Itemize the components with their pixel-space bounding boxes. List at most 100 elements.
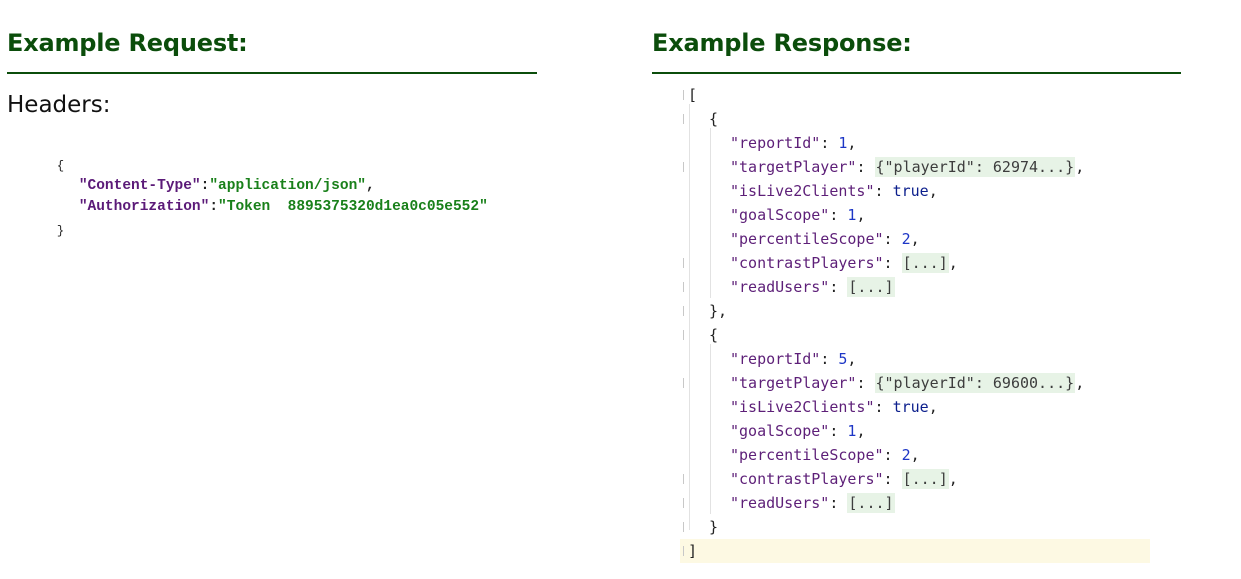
json-punctuation: : (874, 182, 893, 200)
fold-gutter-marker[interactable] (683, 498, 684, 508)
response-code-text: "readUsers": [...] (730, 275, 895, 299)
indent-guide (710, 128, 711, 298)
request-open-brace: { (56, 159, 65, 173)
json-key: "isLive2Clients" (730, 182, 875, 200)
fold-gutter-marker[interactable] (683, 306, 684, 316)
fold-gutter-marker[interactable] (683, 114, 684, 124)
json-key: "goalScope" (730, 422, 830, 440)
json-boolean: true (892, 182, 929, 200)
indent-guide (689, 104, 690, 530)
request-heading-rule (7, 72, 537, 74)
json-punctuation: { (709, 110, 719, 128)
response-code-line: { (680, 107, 1150, 131)
json-punctuation: : (829, 278, 848, 296)
json-boolean: true (892, 398, 929, 416)
fold-gutter-marker[interactable] (683, 90, 684, 100)
folded-region[interactable]: {"playerId": 69600...} (874, 373, 1076, 393)
folded-region[interactable]: [...] (901, 469, 949, 489)
json-key: "contrastPlayers" (730, 470, 884, 488)
request-close-brace: } (56, 224, 65, 238)
fold-gutter-marker[interactable] (683, 258, 684, 268)
json-punctuation: , (1075, 374, 1085, 392)
response-code-line: "goalScope": 1, (680, 419, 1150, 443)
response-code-text: "percentileScope": 2, (730, 227, 920, 251)
response-code-line: }, (680, 299, 1150, 323)
request-header-line: "Authorization":"Token 8895375320d1ea0c0… (44, 177, 488, 237)
json-number: 1 (847, 422, 857, 440)
json-key: "isLive2Clients" (730, 398, 875, 416)
request-heading: Example Request: (7, 29, 248, 57)
response-code-text: { (709, 107, 718, 131)
json-key: "contrastPlayers" (730, 254, 884, 272)
json-punctuation: , (948, 254, 958, 272)
request-header-trailing-comma: , (365, 178, 375, 194)
json-punctuation: , (856, 206, 866, 224)
folded-region[interactable]: [...] (847, 493, 895, 513)
json-punctuation: { (709, 326, 719, 344)
request-header-value: "Token 8895375320d1ea0c05e552" (218, 199, 488, 215)
json-punctuation: , (856, 422, 866, 440)
json-key: "reportId" (730, 350, 821, 368)
fold-gutter-marker[interactable] (683, 474, 684, 484)
response-code-line: [ (680, 83, 1150, 107)
json-punctuation: , (847, 134, 857, 152)
json-punctuation: , (928, 398, 938, 416)
response-code-line: "reportId": 1, (680, 131, 1150, 155)
json-number: 2 (901, 446, 911, 464)
json-key: "percentileScope" (730, 230, 884, 248)
fold-gutter-marker[interactable] (683, 378, 684, 388)
response-code-line: } (680, 515, 1150, 539)
json-number: 2 (901, 230, 911, 248)
request-header-line: "Content-Type": "application/json", (44, 156, 375, 216)
json-punctuation: : (856, 158, 875, 176)
response-code-text: "targetPlayer": {"playerId": 69600...}, (730, 371, 1084, 395)
folded-region[interactable]: [...] (847, 277, 895, 297)
fold-gutter-marker[interactable] (683, 162, 684, 172)
response-heading-rule (652, 72, 1181, 74)
json-punctuation: : (820, 350, 839, 368)
folded-region[interactable]: [...] (901, 253, 949, 273)
json-key: "targetPlayer" (730, 158, 857, 176)
response-code-text: "reportId": 5, (730, 347, 856, 371)
json-number: 5 (838, 350, 848, 368)
response-code-line: "reportId": 5, (680, 347, 1150, 371)
response-code-line: ] (680, 539, 1150, 563)
fold-gutter-marker[interactable] (683, 282, 684, 292)
json-punctuation: , (910, 230, 920, 248)
json-punctuation: , (847, 350, 857, 368)
indent-guide (710, 344, 711, 514)
json-key: "percentileScope" (730, 446, 884, 464)
response-code-line: "isLive2Clients": true, (680, 179, 1150, 203)
json-punctuation: , (948, 470, 958, 488)
request-header-value: "application/json" (209, 178, 366, 194)
fold-gutter-marker[interactable] (683, 330, 684, 340)
request-header-key: "Content-Type" (78, 178, 201, 194)
json-key: "readUsers" (730, 278, 830, 296)
json-key: "targetPlayer" (730, 374, 857, 392)
headers-label: Headers: (7, 92, 111, 118)
response-code-text: "percentileScope": 2, (730, 443, 920, 467)
response-code-text: "reportId": 1, (730, 131, 856, 155)
json-key: "reportId" (730, 134, 821, 152)
response-code-text: "readUsers": [...] (730, 491, 895, 515)
json-number: 1 (847, 206, 857, 224)
request-header-key: "Authorization" (78, 199, 210, 215)
response-code-text: "goalScope": 1, (730, 419, 865, 443)
json-punctuation: : (829, 494, 848, 512)
fold-gutter-marker[interactable] (683, 522, 684, 532)
response-code-line: "contrastPlayers": [...], (680, 251, 1150, 275)
fold-gutter-marker[interactable] (683, 546, 684, 556)
json-number: 1 (838, 134, 848, 152)
response-code-line: "targetPlayer": {"playerId": 62974...}, (680, 155, 1150, 179)
folded-region[interactable]: {"playerId": 62974...} (874, 157, 1076, 177)
response-code-line: "contrastPlayers": [...], (680, 467, 1150, 491)
json-punctuation: : (874, 398, 893, 416)
response-code-text: "isLive2Clients": true, (730, 179, 938, 203)
json-key: "goalScope" (730, 206, 830, 224)
response-code-line: "percentileScope": 2, (680, 227, 1150, 251)
response-code-text: "contrastPlayers": [...], (730, 251, 958, 275)
request-header-separator: : (209, 199, 219, 215)
response-code-text: } (709, 515, 718, 539)
response-code-line: "percentileScope": 2, (680, 443, 1150, 467)
json-punctuation: : (856, 374, 875, 392)
